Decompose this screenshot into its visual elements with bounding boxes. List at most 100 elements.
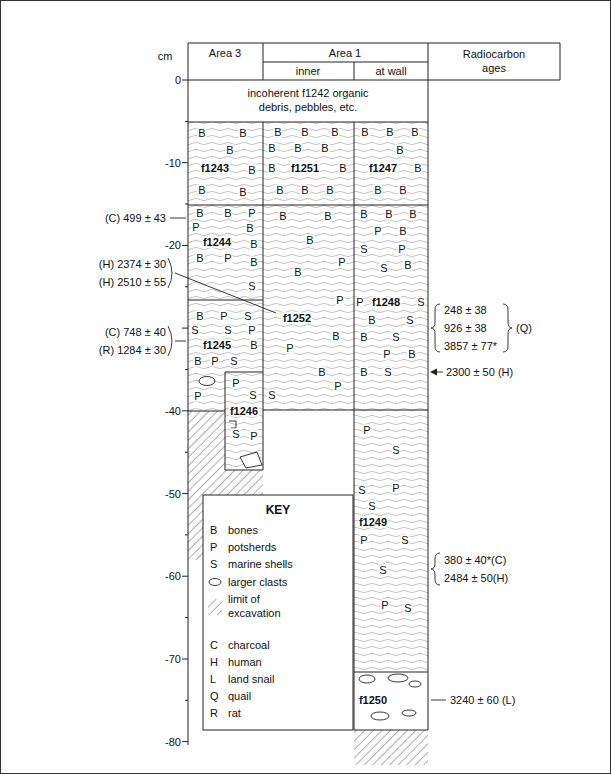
find-symbol: B bbox=[275, 185, 284, 196]
find-symbol: P bbox=[373, 226, 382, 237]
column-header: Area 3 bbox=[209, 48, 241, 59]
find-symbol: B bbox=[359, 332, 368, 343]
stratum-layer: BBBPBSPSBPf1248SBSBSPBBS bbox=[354, 205, 428, 410]
find-symbol: B bbox=[413, 163, 422, 174]
stratum-layer: BBPPBf1244BBPBS bbox=[188, 205, 263, 300]
radiocarbon-date: 2300 ± 50 (H) bbox=[446, 367, 513, 378]
depth-tick: -60 bbox=[165, 571, 181, 582]
find-symbol: B bbox=[197, 128, 206, 139]
key-label: R bbox=[210, 708, 218, 719]
radiocarbon-date: (H) 2374 ± 30 bbox=[99, 259, 166, 270]
find-symbol: S bbox=[400, 535, 409, 546]
stratum-layer: BBBBf1247BBB bbox=[354, 122, 428, 205]
stratum-layer: BBBPBPf1252BPBPS bbox=[263, 205, 354, 410]
depth-tick: -70 bbox=[165, 654, 181, 665]
find-symbol: B bbox=[247, 165, 256, 176]
find-symbol: B bbox=[323, 211, 332, 222]
find-symbol: P bbox=[335, 295, 344, 306]
find-symbol: B bbox=[398, 185, 407, 196]
find-symbol: S bbox=[248, 390, 257, 401]
layer-label: f1245 bbox=[202, 340, 232, 351]
find-symbol: B bbox=[360, 127, 369, 138]
find-symbol: B bbox=[293, 143, 302, 154]
find-symbol: B bbox=[330, 127, 339, 138]
find-symbol: P bbox=[247, 325, 256, 336]
find-symbol: P bbox=[382, 349, 391, 360]
axis-ticks bbox=[182, 80, 188, 742]
radiocarbon-date: (C) 748 ± 40 bbox=[105, 327, 166, 338]
find-symbol: B bbox=[197, 185, 206, 196]
radiocarbon-date: 248 ± 38 bbox=[444, 305, 487, 316]
depth-tick: -20 bbox=[165, 240, 181, 251]
find-symbol: B bbox=[249, 340, 258, 351]
find-symbol: B bbox=[300, 127, 309, 138]
find-symbol: S bbox=[416, 297, 425, 308]
find-symbol: P bbox=[380, 600, 389, 611]
radiocarbon-date: 3240 ± 60 (L) bbox=[450, 695, 515, 706]
find-symbol: P bbox=[359, 535, 368, 546]
find-symbol: P bbox=[285, 343, 294, 354]
layer-label: f1248 bbox=[371, 297, 401, 308]
find-symbol: B bbox=[249, 239, 258, 250]
excavation-limit bbox=[354, 730, 428, 765]
hatch-swatch bbox=[208, 599, 222, 615]
find-symbol: S bbox=[359, 244, 368, 255]
find-symbol: incoherent f1242 organic debris, pebbles… bbox=[231, 86, 385, 116]
key-box bbox=[203, 495, 353, 730]
column-header: inner bbox=[296, 66, 320, 77]
find-symbol: S bbox=[243, 311, 252, 322]
find-symbol: P bbox=[219, 311, 228, 322]
column-header: cm bbox=[158, 51, 173, 62]
find-symbol: P bbox=[337, 257, 346, 268]
layer-label: f1249 bbox=[358, 517, 388, 528]
find-symbol: S bbox=[383, 367, 392, 378]
find-symbol: B bbox=[273, 127, 282, 138]
find-symbol: S bbox=[267, 390, 276, 401]
find-symbol: B bbox=[317, 367, 326, 378]
find-symbol: P bbox=[247, 208, 256, 219]
find-symbol: S bbox=[391, 445, 400, 456]
find-symbol: B bbox=[293, 267, 302, 278]
key-label: B bbox=[210, 525, 217, 536]
stratum-layer: BBBf1243BBB bbox=[188, 122, 263, 205]
find-symbol: S bbox=[190, 325, 199, 336]
find-symbol: S bbox=[379, 263, 388, 274]
find-symbol: B bbox=[407, 349, 416, 360]
find-symbol: B bbox=[195, 253, 204, 264]
legend-entry: potsherds bbox=[228, 542, 276, 553]
find-symbol: S bbox=[403, 603, 412, 614]
find-symbol: B bbox=[238, 187, 247, 198]
radiocarbon-date: 380 ± 40*(C) bbox=[444, 555, 506, 566]
find-symbol: P bbox=[223, 253, 232, 264]
depth-tick: -10 bbox=[165, 158, 181, 169]
find-symbol: B bbox=[373, 185, 382, 196]
stratum-layer: BBBBBBBf1251BBBB bbox=[263, 122, 354, 205]
column-header: at wall bbox=[375, 66, 406, 77]
radiocarbon-date: 3857 ± 77* bbox=[444, 341, 497, 352]
radiocarbon-date: 2484 ± 50(H) bbox=[444, 573, 508, 584]
column-header: Radiocarbon ages bbox=[454, 47, 534, 76]
find-symbol: B bbox=[367, 315, 376, 326]
find-symbol: B bbox=[320, 143, 329, 154]
radiocarbon-date: 926 ± 38 bbox=[444, 323, 487, 334]
layer-label: f1244 bbox=[202, 237, 232, 248]
find-symbol: S bbox=[367, 501, 376, 512]
find-symbol: P bbox=[391, 483, 400, 494]
find-symbol: B bbox=[408, 209, 417, 220]
find-symbol: P bbox=[397, 244, 406, 255]
find-symbol: S bbox=[378, 565, 387, 576]
key-label: S bbox=[210, 559, 217, 570]
find-symbol: B bbox=[267, 163, 276, 174]
find-symbol: P bbox=[249, 431, 258, 442]
legend-entry: charcoal bbox=[228, 640, 270, 651]
find-symbol: S bbox=[223, 325, 232, 336]
layer-label: f1251 bbox=[290, 163, 320, 174]
find-symbol: B bbox=[195, 311, 204, 322]
find-symbol: B bbox=[267, 143, 276, 154]
depth-tick: -80 bbox=[165, 737, 181, 748]
find-symbol: B bbox=[238, 128, 247, 139]
find-symbol: B bbox=[403, 260, 412, 271]
depth-tick: -40 bbox=[165, 406, 181, 417]
legend-entry: rat bbox=[228, 708, 241, 719]
find-symbol: B bbox=[385, 127, 394, 138]
